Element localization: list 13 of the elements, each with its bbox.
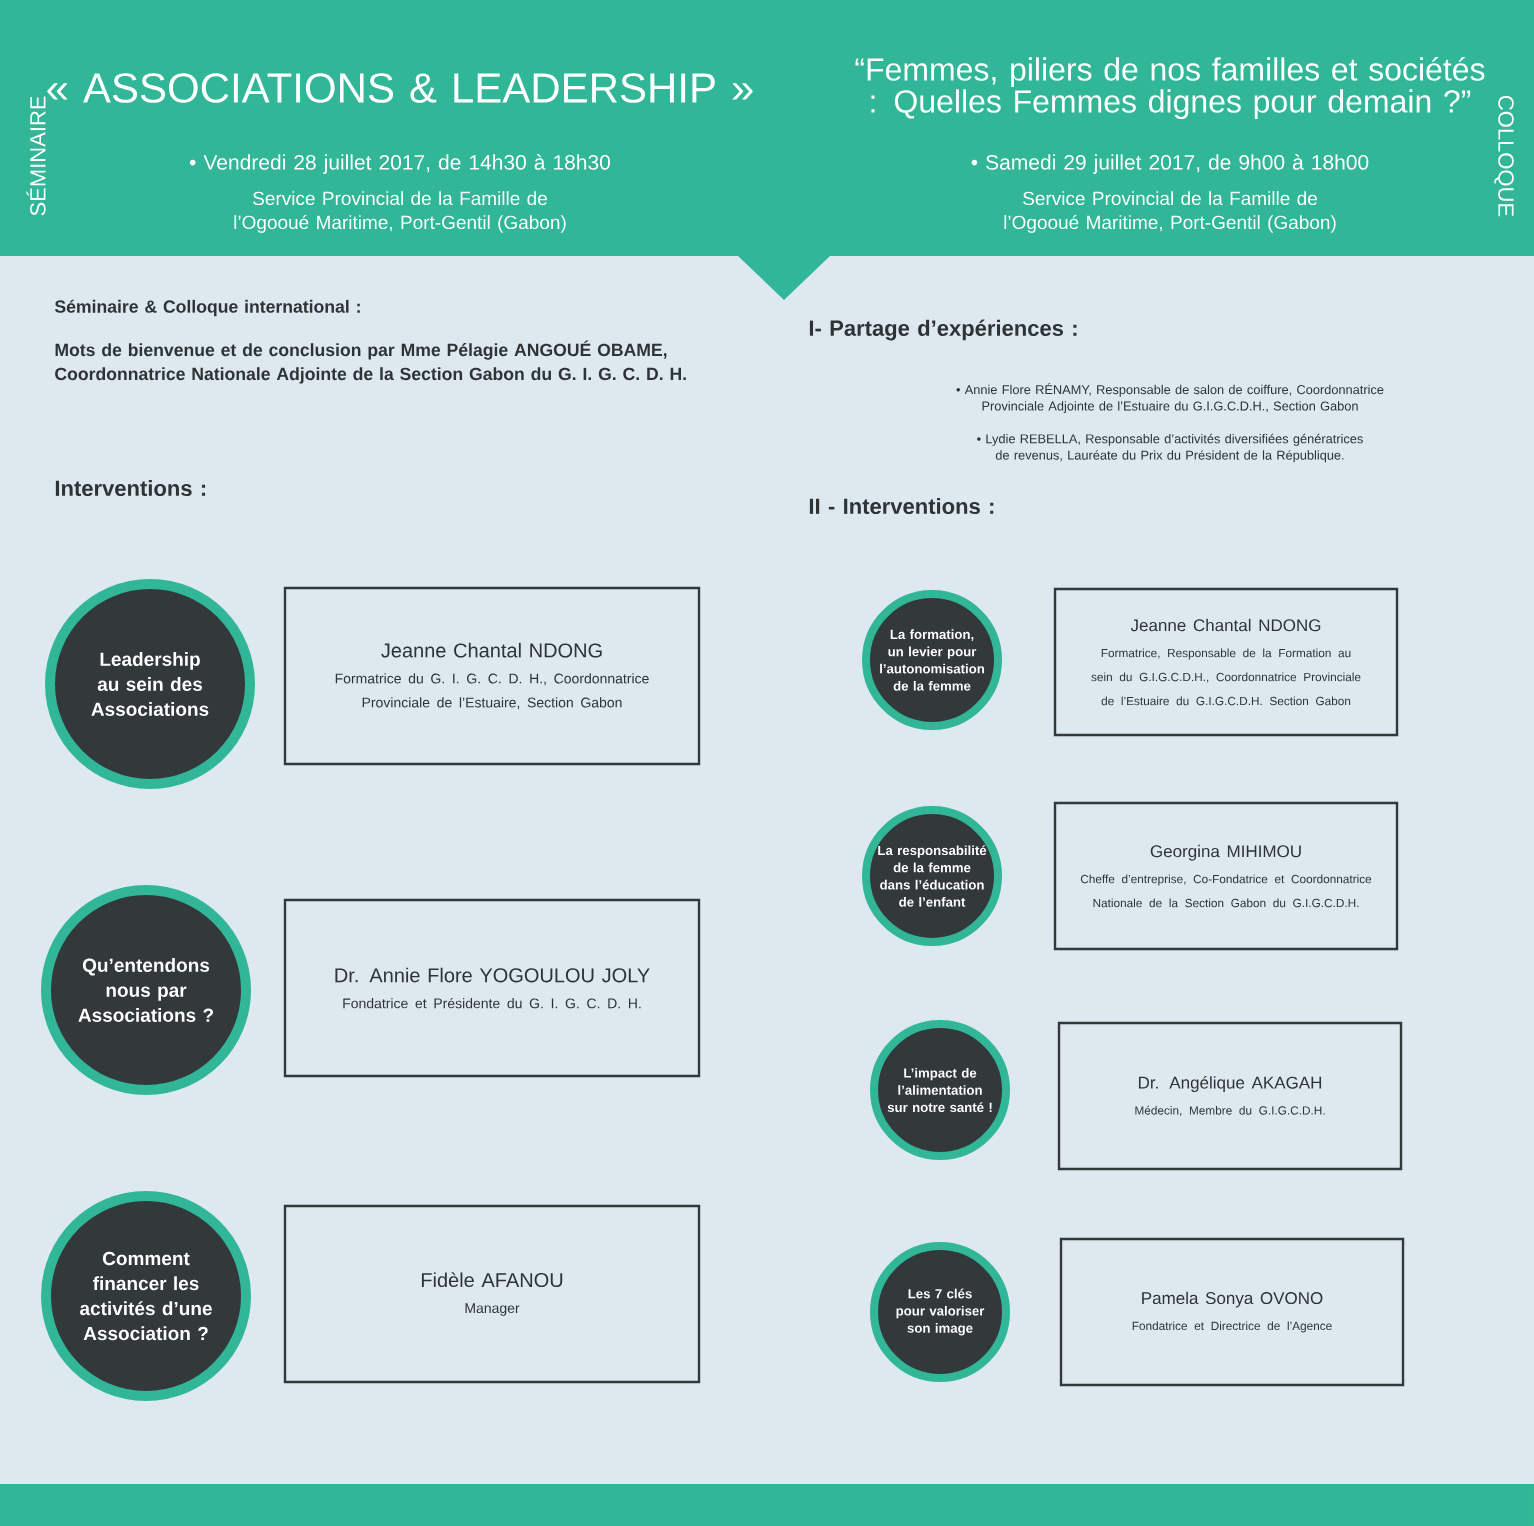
- section-heading: Interventions :: [55, 479, 206, 497]
- side-label: COLLOQUE: [1494, 96, 1514, 217]
- event-title: « ASSOCIATIONS & LEADERSHIP »: [47, 73, 753, 103]
- event-date: • Vendredi 28 juillet 2017, de 14h30 à 18h30: [189, 154, 610, 174]
- event-date: • Samedi 29 juillet 2017, de 9h00 à 18h00: [971, 154, 1369, 174]
- section-heading: II - Interventions :: [809, 497, 994, 515]
- welcome-note: Mots de bienvenue et de conclusion par Mme Pélagie ANGOUÉ OBAME, Coordonnatrice Nationale Adjointe de la Section Gabon du G. I. G. C. D. H.: [55, 340, 686, 384]
- event-venue: Service Provincial de la Famille de l’Ogooué Maritime, Port-Gentil (Gabon): [1004, 191, 1336, 233]
- event-title: “Femmes, piliers de nos familles et sociétés : Quelles Femmes dignes pour demain ?”: [855, 56, 1485, 120]
- side-label: SÉMINAIRE: [26, 96, 46, 216]
- section-heading: I- Partage d’expériences :: [809, 319, 1077, 341]
- section-heading: Séminaire & Colloque international :: [54, 299, 360, 317]
- event-venue: Service Provincial de la Famille de l’Ogooué Maritime, Port-Gentil (Gabon): [234, 191, 566, 233]
